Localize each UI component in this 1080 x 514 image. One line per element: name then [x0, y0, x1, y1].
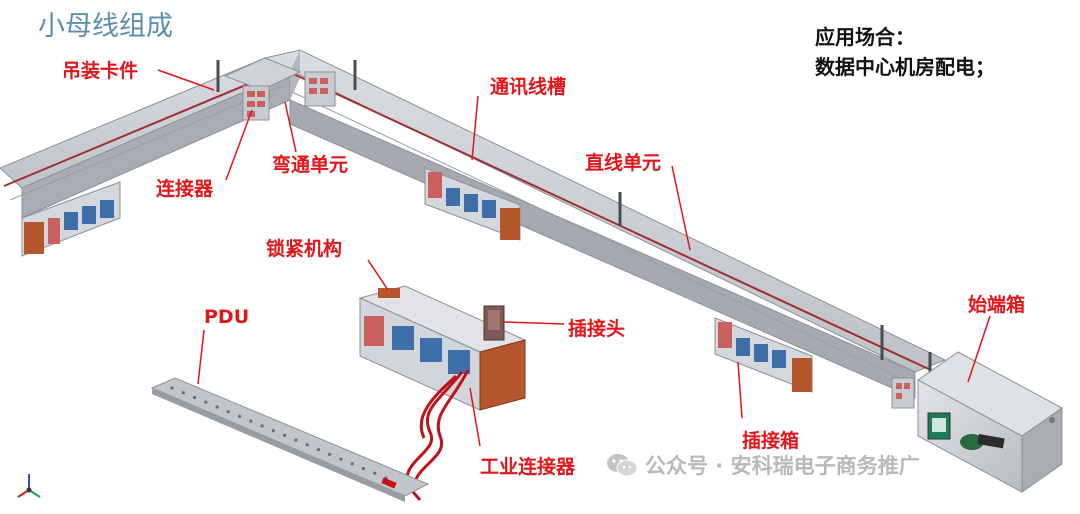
- label-straight-unit: 直线单元: [585, 152, 662, 174]
- label-feed-box: 始端箱: [968, 294, 1026, 316]
- wechat-icon: [607, 454, 638, 477]
- pdu-socket: [339, 457, 343, 461]
- pdu-socket: [260, 424, 264, 428]
- application-note: 应用场合： 数据中心机房配电；: [815, 22, 995, 82]
- axis-triad-icon: [17, 474, 41, 498]
- application-heading: 应用场合：: [815, 25, 915, 49]
- label-comm-trunk: 通讯线槽: [490, 76, 567, 98]
- pdu-socket: [283, 433, 287, 437]
- watermark-text: 公众号 · 安科瑞电子商务推广: [645, 454, 920, 478]
- hanger-rods: [216, 60, 932, 380]
- pdu-socket: [271, 429, 275, 433]
- pdu-socket: [181, 391, 185, 395]
- application-value: 数据中心机房配电；: [815, 55, 995, 79]
- plugin-box-right: [714, 317, 813, 393]
- label-industrial-connector: 工业连接器: [480, 456, 576, 478]
- feed-box: [891, 351, 1063, 493]
- pdu-socket: [350, 462, 354, 466]
- pdu-socket: [294, 438, 298, 442]
- exploded-plugin-box: [358, 285, 527, 411]
- page-title: 小母线组成: [38, 11, 173, 42]
- label-pdu: PDU: [204, 306, 250, 328]
- pdu-socket: [215, 405, 219, 409]
- pdu-socket: [373, 471, 377, 475]
- pdu-socket: [316, 447, 321, 452]
- pdu-socket: [226, 410, 230, 414]
- label-lock-mechanism: 锁紧机构: [266, 238, 343, 260]
- watermark: 公众号 · 安科瑞电子商务推广: [605, 450, 920, 480]
- label-plug-head: 插接头: [568, 318, 626, 340]
- label-elbow-unit: 弯通单元: [272, 154, 349, 176]
- pdu-socket: [204, 400, 208, 404]
- industrial-connector-cable: [405, 369, 470, 501]
- right-straight-run: [263, 49, 947, 399]
- pdu-socket: [192, 395, 197, 400]
- pdu-switch: [381, 477, 397, 489]
- pdu-socket: [361, 466, 366, 471]
- label-plugin-box: 插接箱: [742, 430, 800, 452]
- elbow-unit: [223, 57, 336, 121]
- label-connector: 连接器: [156, 178, 214, 200]
- plugin-box-left: [21, 181, 121, 257]
- pdu-sockets: [170, 386, 388, 480]
- label-hanger: 吊装卡件: [62, 60, 139, 82]
- pdu-strip: [150, 377, 430, 502]
- pdu-socket: [328, 452, 332, 456]
- plugin-box-middle: [424, 167, 521, 241]
- pdu-socket: [170, 386, 174, 390]
- leader-lines: [157, 69, 991, 447]
- pdu-socket: [237, 414, 242, 419]
- pdu-socket: [249, 419, 253, 423]
- pdu-socket: [305, 443, 309, 447]
- plug-head: [483, 305, 505, 341]
